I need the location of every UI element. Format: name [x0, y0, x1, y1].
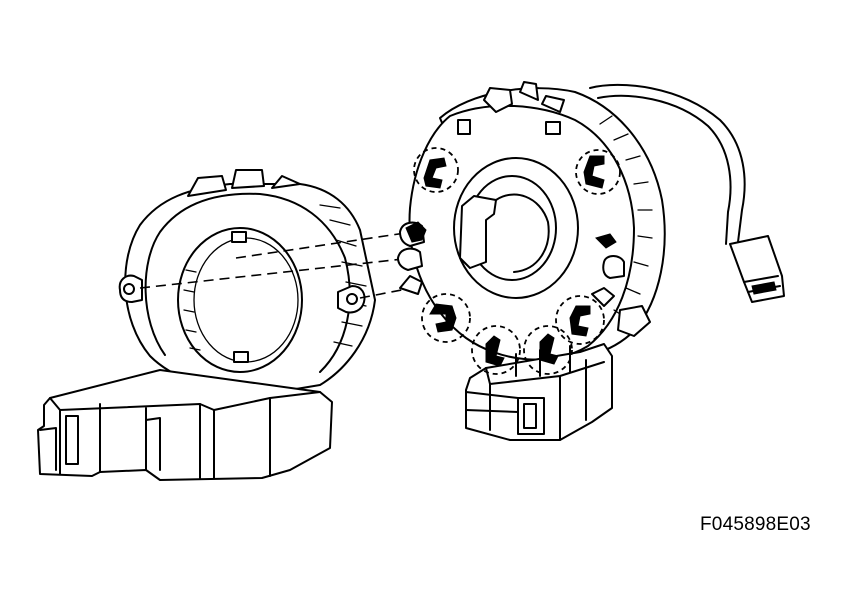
left-bore-tab-bottom	[233, 351, 249, 363]
center-hub-key	[459, 195, 497, 269]
left-block-latch	[65, 415, 79, 465]
claw-clip-left-pin	[405, 221, 427, 243]
claw-clip-lower-right	[569, 305, 591, 337]
bottom-connector-side	[465, 359, 587, 421]
claw-highlight-upper-right	[575, 149, 621, 195]
left-bore-tab-top	[231, 231, 247, 243]
claw-highlight-lower-left	[421, 293, 471, 343]
claw-clip-bottom-2	[539, 333, 559, 365]
left-block-side-detail	[39, 417, 161, 471]
top-clip-4	[457, 119, 471, 135]
top-clip-5	[545, 121, 561, 135]
alignment-line-ear	[359, 287, 413, 299]
left-ring-top-lug-2	[231, 169, 265, 189]
locating-tab-right	[591, 287, 615, 307]
claw-clip-lower-left	[429, 303, 457, 333]
claw-highlight-bottom-1	[471, 325, 521, 375]
claw-highlight-bottom-2	[523, 325, 573, 375]
claw-clip-right-pin	[595, 233, 617, 249]
wire-connector-pins	[751, 281, 777, 295]
center-hub-sleeve	[495, 193, 550, 273]
left-bore-ribs	[183, 269, 201, 351]
bottom-connector-top	[485, 361, 605, 441]
claw-highlight-upper-left	[413, 147, 459, 193]
alignment-line-lower	[139, 257, 413, 289]
alignment-line-upper	[235, 231, 413, 259]
wire-harness-upper	[589, 83, 746, 243]
wire-harness-lower	[597, 94, 732, 245]
left-block-top-edge	[49, 391, 321, 411]
lower-right-lug	[617, 305, 651, 337]
right-ear-hole	[346, 293, 358, 305]
left-block-front-faces	[59, 397, 271, 479]
top-clip-1	[483, 87, 513, 113]
top-clip-3	[541, 95, 565, 113]
left-ring-top-lug-1	[187, 175, 227, 197]
claw-clip-upper-left	[423, 157, 447, 189]
bottom-connector-housing	[465, 343, 613, 441]
claw-clip-upper-right	[583, 155, 605, 189]
locating-pin-lower	[397, 247, 423, 271]
right-spiral-cable-assembly	[397, 81, 785, 441]
left-ear-hole	[123, 283, 135, 295]
left-ring-bore	[177, 227, 303, 373]
left-sensor-assembly	[37, 169, 376, 481]
left-connector-block	[37, 369, 333, 481]
locating-tab-left	[399, 275, 423, 295]
claw-clip-bottom-1	[485, 335, 505, 367]
claw-highlight-lower-right	[555, 295, 605, 345]
locating-pin-right	[602, 255, 625, 279]
top-clip-2	[519, 81, 539, 101]
bottom-connector-slot	[523, 403, 537, 429]
left-ring-top-lug-3	[271, 175, 301, 189]
figure-code-label: F045898E03	[700, 514, 811, 535]
